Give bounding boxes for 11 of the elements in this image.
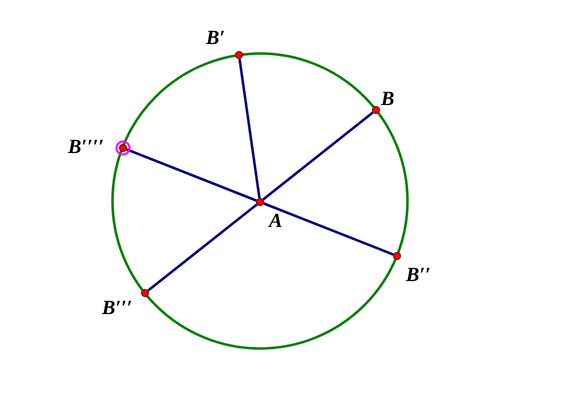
- line-segment: [263, 202, 394, 256]
- point-label: A: [269, 211, 282, 231]
- point-label: B′′: [406, 265, 431, 285]
- line-segment: [238, 58, 261, 198]
- point-label: B′′′′: [68, 137, 104, 157]
- line-segment: [262, 112, 374, 200]
- point-label: B′: [206, 28, 225, 48]
- point-label: B: [381, 89, 394, 109]
- line-segment: [126, 148, 257, 202]
- line-segment: [147, 204, 258, 292]
- point-label: B′′′: [102, 298, 132, 318]
